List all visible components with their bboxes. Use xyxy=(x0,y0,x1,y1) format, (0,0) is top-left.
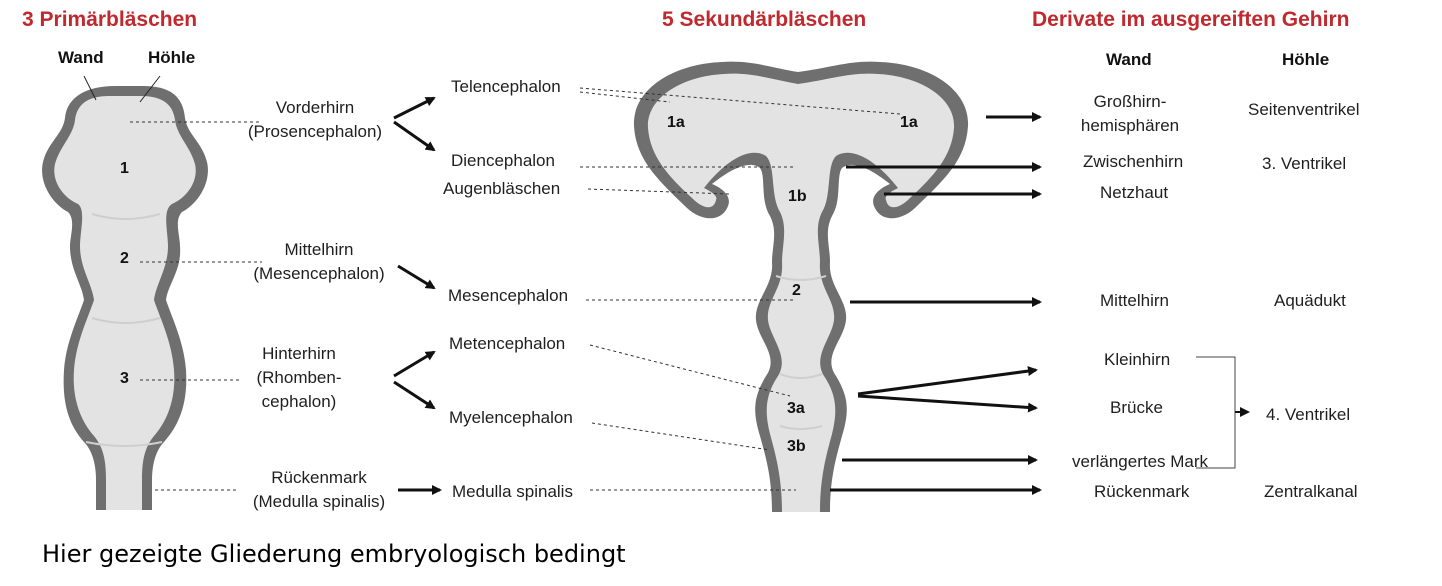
primary-tube-cavity xyxy=(54,96,196,510)
derivative-zwischenhirn: Zwischenhirn xyxy=(1083,152,1184,171)
secondary-brain-vesicles xyxy=(633,61,969,513)
header-secondary: 5 Sekundärbläschen xyxy=(662,8,867,31)
number-2: 2 xyxy=(792,282,801,299)
header-primary: 3 Primärbläschen xyxy=(22,8,198,31)
primary-neural-tube xyxy=(42,86,208,510)
wall-label: Wand xyxy=(58,48,104,67)
primary-number-3: 3 xyxy=(120,370,129,387)
primary-to-secondary-arrows xyxy=(393,96,442,495)
number-1b: 1b xyxy=(788,188,807,205)
number-1a-right: 1a xyxy=(900,114,918,131)
label-rueckenmark-primary: Rückenmark (Medulla spinalis) xyxy=(252,468,386,511)
derivative-netzhaut: Netzhaut xyxy=(1100,183,1169,202)
label-hinterhirn: Hinterhirn (Rhomben- cephalon) xyxy=(256,344,342,411)
derivative-bruecke: Brücke xyxy=(1110,398,1163,417)
secondary-to-derivative-arrows xyxy=(830,112,1042,495)
label-mesencephalon: Mesencephalon xyxy=(448,286,569,305)
derivative-zentralkanal: Zentralkanal xyxy=(1264,482,1358,501)
derivative-rueckenmark: Rückenmark xyxy=(1094,482,1190,501)
number-3a: 3a xyxy=(787,400,805,417)
secondary-leader-lines xyxy=(579,87,901,491)
derivative-verlaengertes-mark: verlängertes Mark xyxy=(1072,452,1209,471)
label-telencephalon: Telencephalon xyxy=(451,77,561,96)
primary-number-2: 2 xyxy=(120,250,129,267)
cavity-label: Höhle xyxy=(148,48,196,67)
derivative-3-ventrikel: 3. Ventrikel xyxy=(1262,154,1347,173)
derivative-4-ventrikel: 4. Ventrikel xyxy=(1266,405,1351,424)
derivative-kleinhirn: Kleinhirn xyxy=(1104,350,1171,369)
number-1a-left: 1a xyxy=(667,114,685,131)
header-derivatives: Derivate im ausgereiften Gehirn xyxy=(1032,8,1350,31)
derivative-grosshirn: Großhirn- hemisphären xyxy=(1080,92,1180,135)
label-medulla-spinalis: Medulla spinalis xyxy=(452,482,573,501)
number-3b: 3b xyxy=(787,438,806,455)
primary-leader-lines xyxy=(130,121,262,491)
label-augenblaeschen: Augenbläschen xyxy=(443,179,561,198)
label-myelencephalon: Myelencephalon xyxy=(449,408,573,427)
derivative-seitenventrikel: Seitenventrikel xyxy=(1248,100,1360,119)
primary-number-1: 1 xyxy=(120,160,129,177)
derivatives-cavity-header: Höhle xyxy=(1282,50,1330,69)
derivative-aquaedukt: Aquädukt xyxy=(1274,291,1346,310)
derivative-mittelhirn: Mittelhirn xyxy=(1100,291,1169,310)
derivatives-wall-header: Wand xyxy=(1106,50,1152,69)
secondary-cavity xyxy=(647,73,955,513)
label-vorderhirn: Vorderhirn (Prosencephalon) xyxy=(247,98,383,141)
label-diencephalon: Diencephalon xyxy=(451,151,555,170)
label-metencephalon: Metencephalon xyxy=(449,334,566,353)
label-mittelhirn: Mittelhirn (Mesencephalon) xyxy=(253,240,385,283)
caption: Hier gezeigte Gliederung embryologisch b… xyxy=(42,540,626,568)
